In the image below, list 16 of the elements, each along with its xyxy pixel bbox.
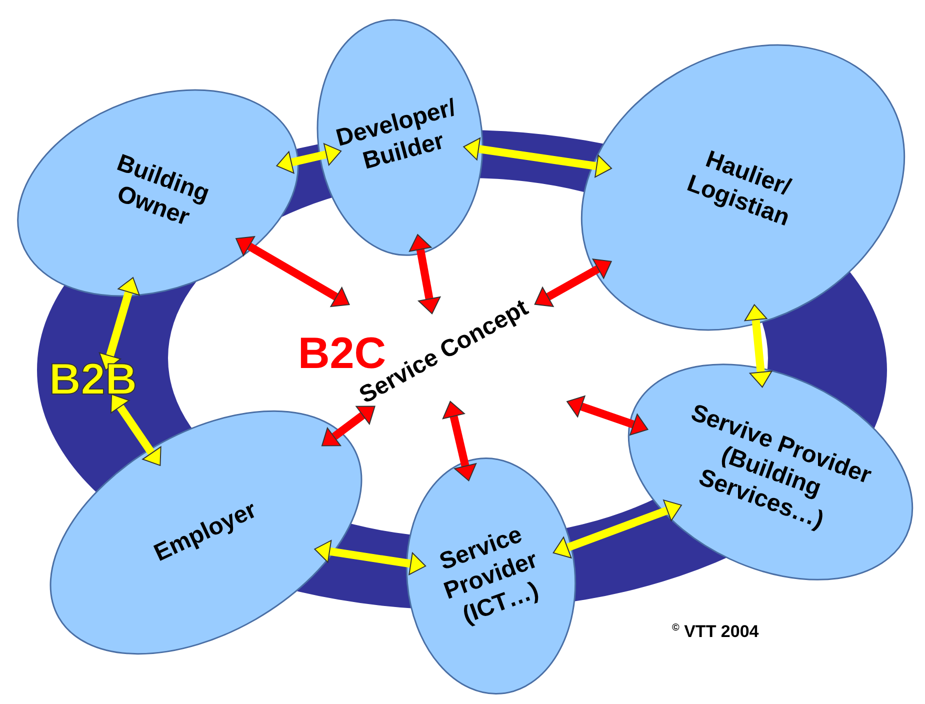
double-arrow xyxy=(552,500,682,558)
double-arrow xyxy=(236,236,350,308)
double-arrow xyxy=(534,258,612,308)
double-arrow xyxy=(276,143,342,174)
double-arrow xyxy=(566,396,648,436)
double-arrow xyxy=(463,138,612,178)
copyright-note: $^{©}$ VTT 2004 xyxy=(672,622,759,642)
double-arrow xyxy=(110,394,162,466)
double-arrow xyxy=(409,234,441,314)
double-arrow xyxy=(98,277,140,371)
double-arrow xyxy=(442,401,477,482)
double-arrow xyxy=(314,540,426,576)
double-arrow xyxy=(744,304,772,388)
ring-label: B2B xyxy=(49,358,138,402)
oval-node xyxy=(405,455,577,697)
double-arrow xyxy=(321,406,376,446)
